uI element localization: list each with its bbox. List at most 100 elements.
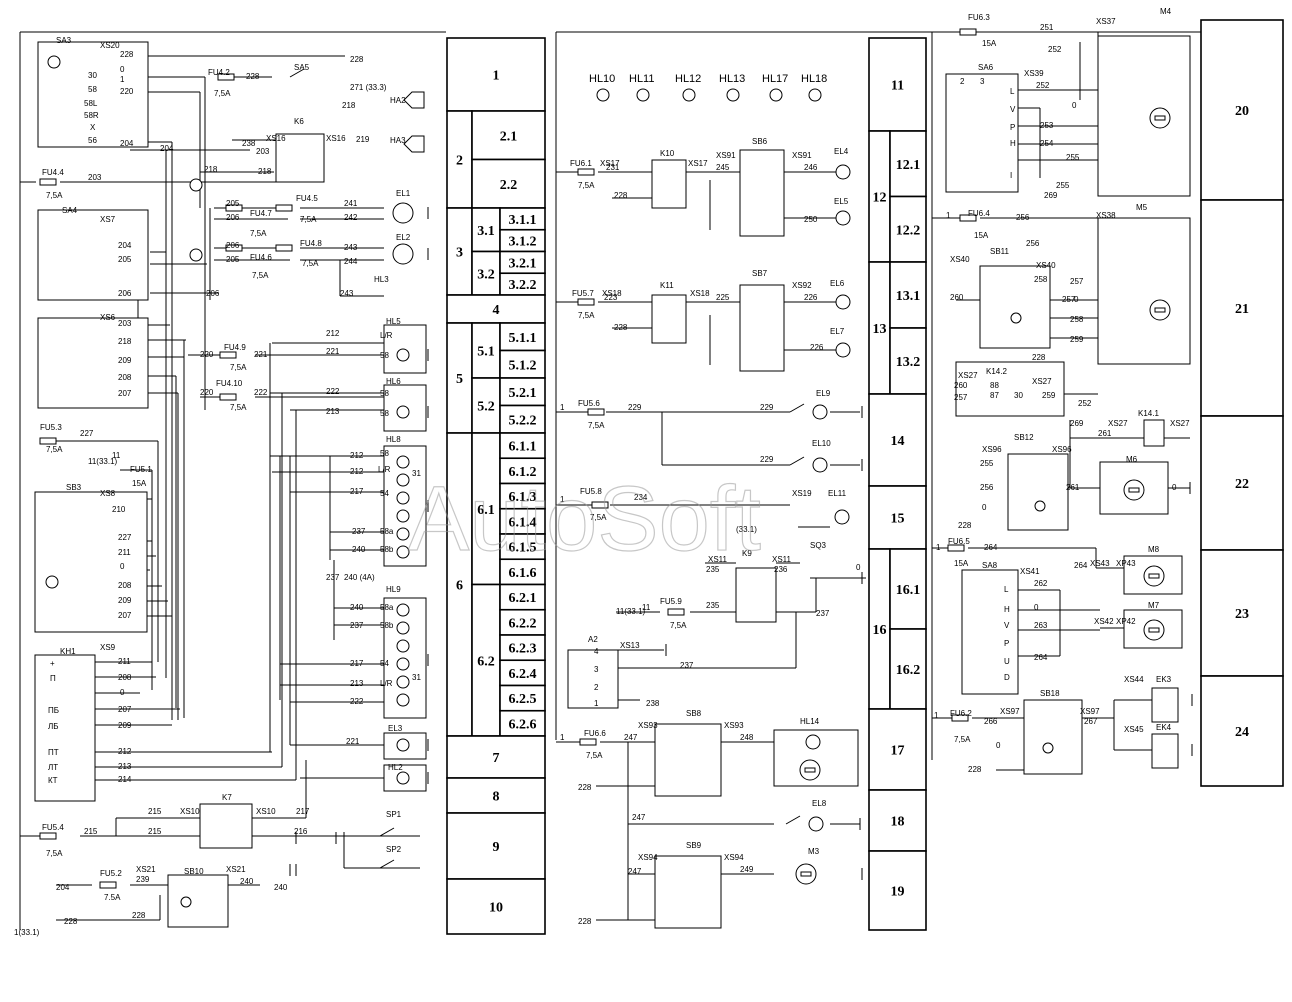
label-middle: M3	[808, 847, 820, 856]
switch-contact	[379, 859, 395, 869]
lamp-middle	[835, 164, 851, 180]
section-3	[446, 207, 473, 296]
label-right: M5	[1136, 203, 1148, 212]
label-right: XS41	[1020, 567, 1040, 576]
label-middle: FU5.9	[660, 597, 682, 606]
label-left: 206	[118, 289, 132, 298]
motor-brush	[800, 871, 812, 877]
section-3.2	[471, 250, 501, 296]
label-left: 7,5A	[302, 259, 319, 268]
section-4	[446, 294, 546, 324]
section-2-text: 2	[456, 154, 463, 169]
section-6.1-text: 6.1	[477, 503, 495, 518]
section-6.1.5	[499, 533, 546, 561]
label-left: 203	[88, 173, 102, 182]
label-middle: XS18	[690, 289, 710, 298]
label-right: 260	[950, 293, 964, 302]
label-right: XS27	[1108, 419, 1128, 428]
SA3-lamp	[47, 55, 61, 69]
fuse-body	[275, 204, 293, 212]
label-middle: SB8	[686, 709, 702, 718]
label-middle: 223	[604, 293, 618, 302]
label-right: XS40	[950, 255, 970, 264]
section-16.1-text: 16.1	[896, 583, 921, 598]
label-left: FU5.2	[100, 869, 122, 878]
label-right: XS39	[1024, 69, 1044, 78]
label-left: FU4.2	[208, 68, 230, 77]
lamp-row-indicator	[769, 88, 783, 102]
label-left: 212	[350, 467, 364, 476]
section-16-text: 16	[873, 623, 887, 638]
label-right: 0	[1072, 101, 1077, 110]
label-right: L	[1010, 87, 1015, 96]
label-middle: XS91	[716, 151, 736, 160]
label-middle: FU6.6	[584, 729, 606, 738]
section-13-text: 13	[873, 322, 887, 337]
label-left: XS10	[256, 807, 276, 816]
label-middle: 245	[716, 163, 730, 172]
section-9-text: 9	[493, 840, 500, 855]
label-right: 257	[1062, 295, 1076, 304]
section-12-text: 12	[873, 191, 887, 206]
section-24-text: 24	[1235, 725, 1249, 740]
section-5.2.1	[499, 377, 546, 407]
SA8-switch	[961, 569, 1019, 695]
label-left: 211	[118, 548, 131, 557]
label-left: XS16	[266, 134, 286, 143]
label-left: 204	[118, 241, 132, 250]
label-right: P	[1010, 123, 1015, 132]
label-right: 3	[980, 77, 985, 86]
label-left: 205	[118, 255, 132, 264]
label-right: M6	[1126, 455, 1138, 464]
label-left: 217	[350, 659, 364, 668]
label-middle: XS93	[724, 721, 744, 730]
label-right: 0	[1074, 295, 1079, 304]
horn-HA3	[403, 135, 425, 153]
label-middle: FU5.7	[572, 289, 594, 298]
section-10-text: 10	[489, 901, 503, 916]
component-layer	[34, 28, 1191, 929]
label-left: 244	[344, 257, 358, 266]
label-middle: SB6	[752, 137, 768, 146]
label-left: 240 (4A)	[344, 573, 375, 582]
horn-HA2	[403, 91, 425, 109]
indicator-lamp	[396, 473, 410, 487]
label-left: 221	[326, 347, 340, 356]
section-16.2	[889, 628, 927, 710]
label-right: 252	[1048, 45, 1062, 54]
label-right: 0	[1034, 603, 1039, 612]
label-left: FU5.4	[42, 823, 64, 832]
label-right: P	[1004, 639, 1009, 648]
label-right: K14.1	[1138, 409, 1159, 418]
label-middle: K10	[660, 149, 675, 158]
section-15-text: 15	[891, 512, 905, 527]
label-left: ПТ	[48, 748, 59, 757]
section-tables: 122.12.233.13.1.13.1.23.23.2.13.2.2455.1…	[446, 19, 1284, 935]
label-right: XS42	[1094, 617, 1114, 626]
label-right: 256	[1026, 239, 1040, 248]
label-left: 7,5A	[250, 229, 267, 238]
label-right: XS37	[1096, 17, 1116, 26]
section-2	[446, 110, 473, 209]
label-middle: 229	[760, 403, 774, 412]
label-left: FU4.4	[42, 168, 64, 177]
label-left: 58R	[84, 111, 99, 120]
A2-block	[567, 649, 619, 709]
label-left: XS10	[180, 807, 200, 816]
section-2.2	[471, 158, 546, 209]
label-middle: 234	[634, 493, 648, 502]
label-left: 207	[118, 389, 132, 398]
label-right: XS96	[982, 445, 1002, 454]
section-6.1.3	[499, 482, 546, 510]
label-right: XS40	[1036, 261, 1056, 270]
section-17-text: 17	[891, 744, 905, 759]
wire-note-label: 1(33.1)	[14, 928, 40, 937]
fuse-body	[217, 73, 235, 81]
SB12-switch	[1007, 453, 1069, 531]
section-23-text: 23	[1235, 607, 1249, 622]
label-left: 7,5A	[46, 445, 63, 454]
label-left: 206	[226, 213, 240, 222]
label-left: КТ	[48, 776, 58, 785]
label-right: SB11	[990, 247, 1010, 256]
label-left: 240	[274, 883, 288, 892]
